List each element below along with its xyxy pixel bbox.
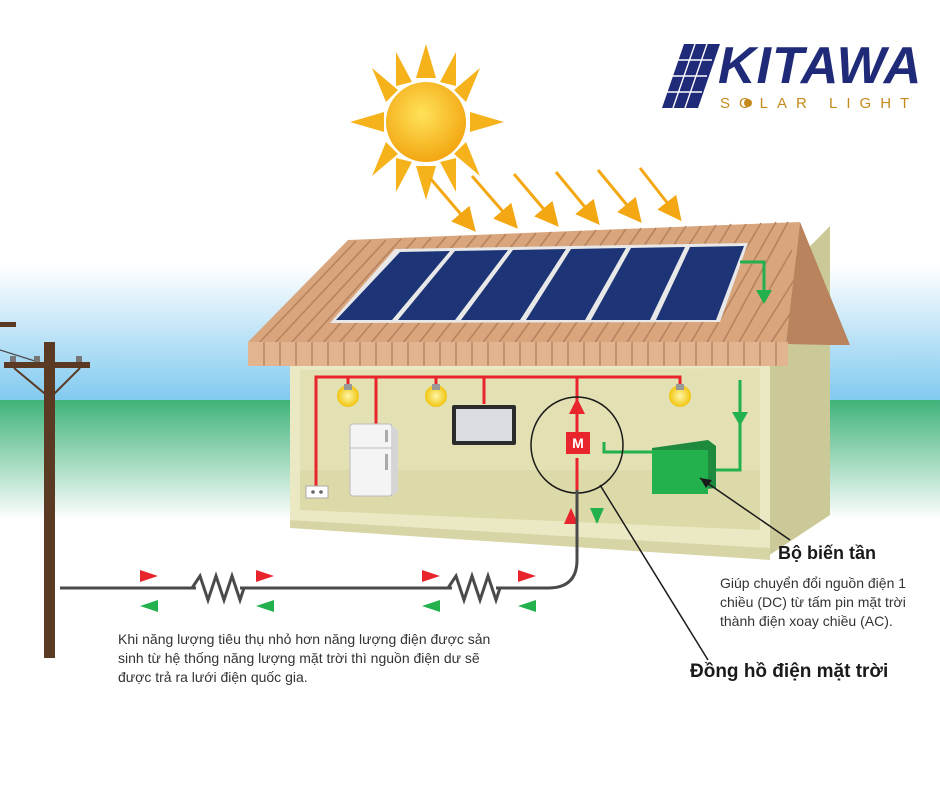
inverter-pointer	[699, 477, 791, 541]
grid-export-note: Khi năng lượng tiêu thụ nhỏ hơn năng lượ…	[118, 630, 588, 687]
solar-panel-icon	[330, 243, 748, 323]
dc-arrow	[256, 600, 274, 612]
brand-tagline: SOLAR LIGHT	[720, 95, 919, 112]
inverter-title: Bộ biến tần	[778, 543, 876, 563]
dc-arrow	[518, 600, 536, 612]
sun-icon	[350, 44, 504, 200]
dc-arrow	[590, 508, 604, 524]
ac-arrow	[140, 570, 158, 582]
meter-icon: M	[566, 432, 590, 454]
refrigerator-icon	[349, 423, 398, 497]
meter-pointer	[599, 484, 709, 661]
grid-note-line: sinh từ hệ thống năng lượng mặt trời thì…	[118, 650, 480, 666]
dc-arrow	[756, 290, 772, 304]
solar-panel	[336, 251, 450, 320]
tv-icon	[452, 405, 516, 445]
solar-panel	[656, 246, 744, 320]
inverter-icon	[652, 440, 716, 494]
ac-arrow	[256, 570, 274, 582]
inverter-description: Giúp chuyển đổi nguồn điện 1 chiều (DC) …	[720, 574, 935, 631]
ac-arrow	[569, 398, 585, 414]
solar-panel	[591, 247, 685, 320]
solar-panel	[526, 248, 626, 320]
light-bulb-icon	[425, 384, 447, 407]
kitawa-logo-icon	[662, 43, 752, 109]
light-bulb-icon	[669, 384, 691, 407]
inverter-description-line: chiều (DC) từ tấm pin mặt trời	[720, 594, 906, 610]
inverter-description-line: thành điện xoay chiều (AC).	[720, 613, 893, 629]
brand-name: KITAWA	[718, 37, 923, 95]
grid-note-line: Khi năng lượng tiêu thụ nhỏ hơn năng lượ…	[118, 631, 491, 647]
ac-arrow	[518, 570, 536, 582]
solar-panel	[461, 249, 566, 320]
dc-arrow	[732, 412, 748, 426]
resistor-icon	[190, 571, 246, 605]
resistor-icon	[446, 571, 502, 605]
ac-arrow	[564, 508, 578, 524]
dc-arrow	[140, 600, 158, 612]
svg-text:M: M	[572, 435, 584, 451]
power-outlet-icon	[305, 485, 329, 499]
ac-arrow	[422, 570, 440, 582]
light-bulb-icon	[337, 384, 359, 407]
meter-title: Đồng hồ điện mặt trời	[690, 661, 889, 682]
house-interior	[300, 368, 760, 470]
inverter-description-line: Giúp chuyển đổi nguồn điện 1	[720, 575, 907, 591]
flow-arrows	[140, 570, 536, 612]
sunlight-arrows	[428, 167, 682, 232]
dc-arrow	[422, 600, 440, 612]
grid-note-line: được trả ra lưới điện quốc gia.	[118, 669, 308, 685]
utility-pole-icon	[0, 322, 90, 658]
solar-panel	[398, 250, 508, 320]
grid-cable	[60, 490, 579, 590]
